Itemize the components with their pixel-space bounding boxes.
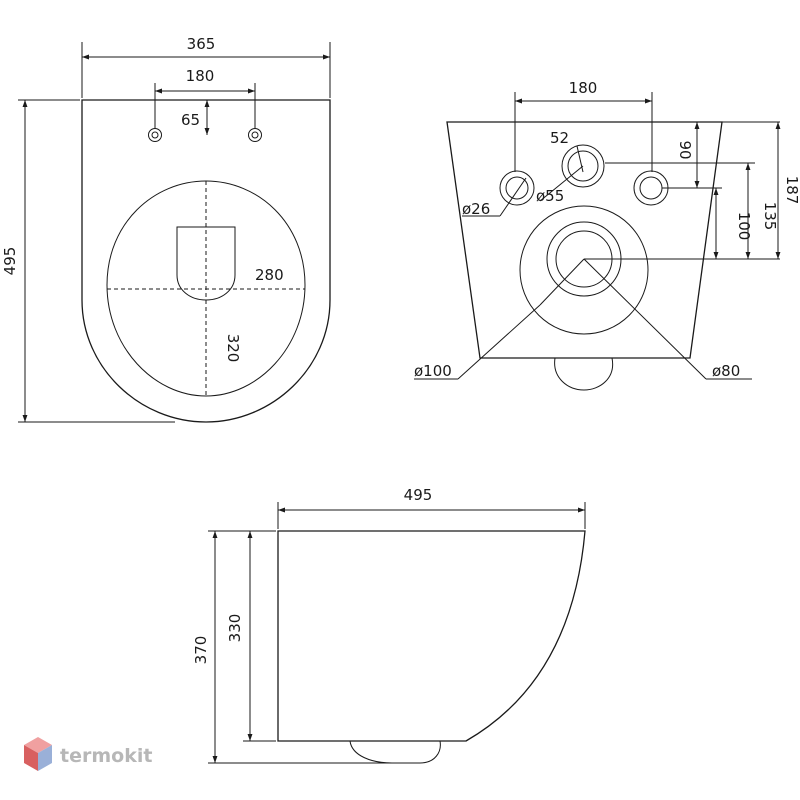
rear-dim-100: 100 — [735, 212, 753, 241]
side-view: 495 370 330 — [192, 486, 586, 764]
mounting-hole-right — [248, 128, 262, 142]
dim-length-495: 495 — [1, 247, 19, 276]
outlet-outer — [519, 205, 649, 335]
dim-holes-180: 180 — [186, 67, 215, 85]
rear-dim-dia-100: ø100 — [414, 362, 452, 380]
rear-dim-dia-55: ø55 — [536, 187, 564, 205]
brand-watermark: termokit — [24, 737, 152, 771]
rear-dim-52: 52 — [550, 129, 569, 147]
top-view: 365 180 65 495 280 320 — [1, 35, 331, 423]
side-outline — [277, 530, 586, 742]
dim-offset-65: 65 — [181, 111, 200, 129]
dim-width-365: 365 — [187, 35, 216, 53]
mounting-hole-left — [148, 128, 162, 142]
rear-dim-dia-26: ø26 — [462, 200, 490, 218]
rear-dim-90: 90 — [676, 140, 694, 159]
bolt-hole-left — [499, 170, 535, 206]
rear-dim-dia-80: ø80 — [712, 362, 740, 380]
brand-cube-icon — [24, 737, 52, 771]
rear-dim-135: 135 — [761, 202, 779, 231]
inlet-outer — [561, 144, 605, 188]
rear-foot — [554, 357, 614, 391]
side-dim-330: 330 — [226, 614, 244, 643]
bowl-top-outline — [81, 99, 331, 423]
rear-dim-holes-180: 180 — [569, 79, 598, 97]
dim-seat-length-320: 320 — [224, 334, 242, 363]
side-dim-length-495: 495 — [404, 486, 433, 504]
rear-view: 180 52 ø55 ø26 90 100 135 187 ø100 — [414, 79, 800, 391]
side-foot — [349, 740, 441, 764]
rear-outline — [446, 121, 723, 359]
seat-opening-outline — [106, 180, 306, 397]
side-dim-370: 370 — [192, 636, 210, 665]
brand-name: termokit — [60, 745, 152, 767]
dim-seat-width-280: 280 — [255, 266, 284, 284]
rear-dim-187: 187 — [783, 176, 800, 205]
